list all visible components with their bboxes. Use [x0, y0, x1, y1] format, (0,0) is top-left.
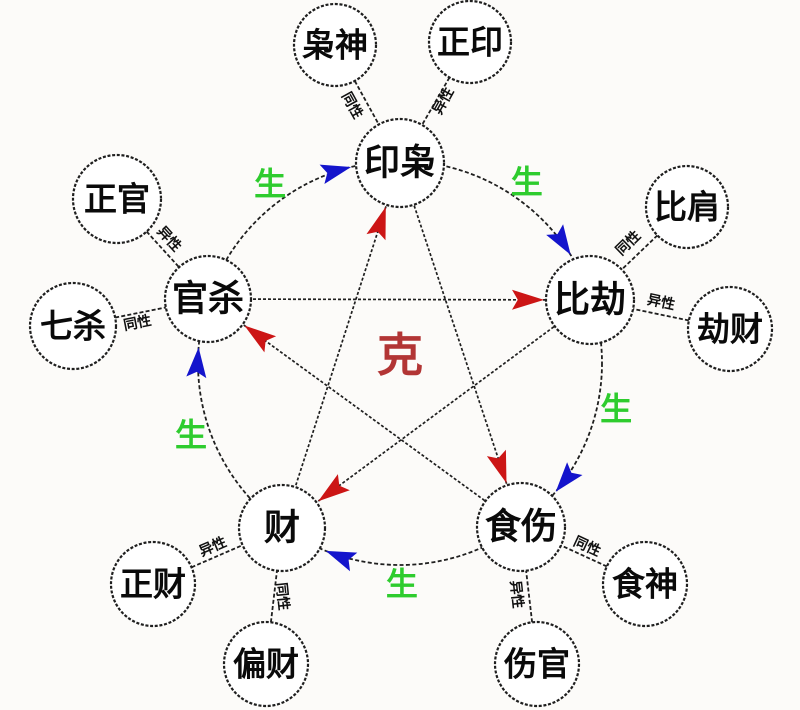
link-label-shishen: 同性 — [571, 533, 604, 560]
node-zhengcai — [109, 540, 197, 628]
generate-arrow-yinxiao-bijie — [546, 224, 571, 255]
node-label-piancai: 偏财 — [233, 645, 299, 684]
overcome-arrow-bijie-cai — [318, 474, 350, 502]
link-label-zhengcai: 异性 — [197, 533, 229, 560]
overcome-center-label: 克 — [377, 328, 423, 382]
overcome-line-cai-yinxiao — [281, 162, 401, 529]
link-bijian-bijie — [621, 234, 659, 271]
link-xiaoshen-yinxiao — [353, 80, 380, 125]
generate-arrow-bijie-shishang — [555, 462, 583, 492]
overcome-line-bijie-cai — [281, 299, 591, 529]
node-label-zhengcai: 正财 — [120, 565, 186, 604]
node-label-yinxiao: 印枭 — [364, 143, 436, 184]
node-label-qisha: 七杀 — [40, 307, 106, 346]
generate-arrow-shishang-cai — [325, 550, 358, 572]
link-jiecai-bijie — [632, 308, 690, 322]
overcome-line-guansha-bijie — [207, 298, 591, 301]
generate-label-bijie-shishang: 生 — [600, 390, 632, 428]
overcome-arrow-shishang-guansha — [244, 325, 277, 353]
node-xiaoshen — [292, 2, 378, 88]
node-guansha — [163, 254, 253, 344]
overcome-arrow-yinxiao-shishang — [486, 449, 507, 484]
generate-arrow-guansha-yinxiao — [319, 164, 352, 184]
link-piancai-cai — [270, 570, 278, 623]
node-cai — [237, 483, 327, 573]
node-zhengyin — [427, 0, 513, 85]
node-bijian — [644, 164, 730, 250]
link-label-piancai: 同性 — [273, 582, 293, 612]
generate-label-guansha-yinxiao: 生 — [254, 165, 286, 203]
node-label-shishang: 食伤 — [485, 507, 557, 548]
node-label-shishen: 食神 — [612, 565, 678, 604]
generate-label-yinxiao-bijie: 生 — [511, 163, 543, 201]
node-label-bijie: 比劫 — [554, 280, 626, 321]
link-label-zhengyin: 异性 — [429, 85, 457, 118]
link-shishen-shishang — [560, 544, 608, 568]
link-shangguan-shishang — [525, 570, 534, 623]
link-label-jiecai: 异性 — [646, 291, 677, 313]
node-shangguan — [493, 620, 581, 708]
link-qisha-guansha — [114, 306, 167, 319]
node-shishen — [601, 540, 689, 628]
node-label-shangguan: 伤官 — [503, 645, 570, 684]
node-label-cai: 财 — [264, 508, 300, 549]
node-jiecai — [686, 285, 774, 373]
node-shishang — [475, 481, 567, 573]
node-label-xiaoshen: 枭神 — [302, 26, 368, 65]
node-yinxiao — [354, 117, 446, 209]
link-label-shangguan: 异性 — [507, 580, 527, 610]
node-qisha — [28, 281, 118, 371]
link-zhengyin-yinxiao — [421, 77, 451, 126]
overcome-arrow-cai-yinxiao — [366, 206, 386, 241]
node-label-zhengguan: 正官 — [84, 180, 150, 219]
node-label-zhengyin: 正印 — [437, 23, 503, 62]
overcome-arrow-guansha-bijie — [512, 289, 544, 310]
generate-label-cai-guansha: 生 — [175, 416, 207, 454]
overcome-line-yinxiao-shishang — [399, 162, 522, 528]
link-zhengguan-guansha — [145, 230, 180, 268]
link-label-qisha: 同性 — [122, 312, 153, 334]
node-label-bijian: 比肩 — [654, 188, 720, 227]
link-zhengcai-cai — [191, 544, 243, 569]
node-piancai — [222, 620, 310, 708]
generate-arrow-cai-guansha — [186, 347, 207, 379]
link-label-zhengguan: 异性 — [154, 223, 185, 255]
node-bijie — [544, 254, 636, 346]
node-label-jiecai: 劫财 — [697, 310, 763, 349]
node-zhengguan — [71, 153, 163, 245]
node-label-guansha: 官杀 — [172, 279, 244, 320]
link-label-bijian: 同性 — [612, 227, 644, 259]
generate-label-shishang-cai: 生 — [386, 565, 418, 603]
